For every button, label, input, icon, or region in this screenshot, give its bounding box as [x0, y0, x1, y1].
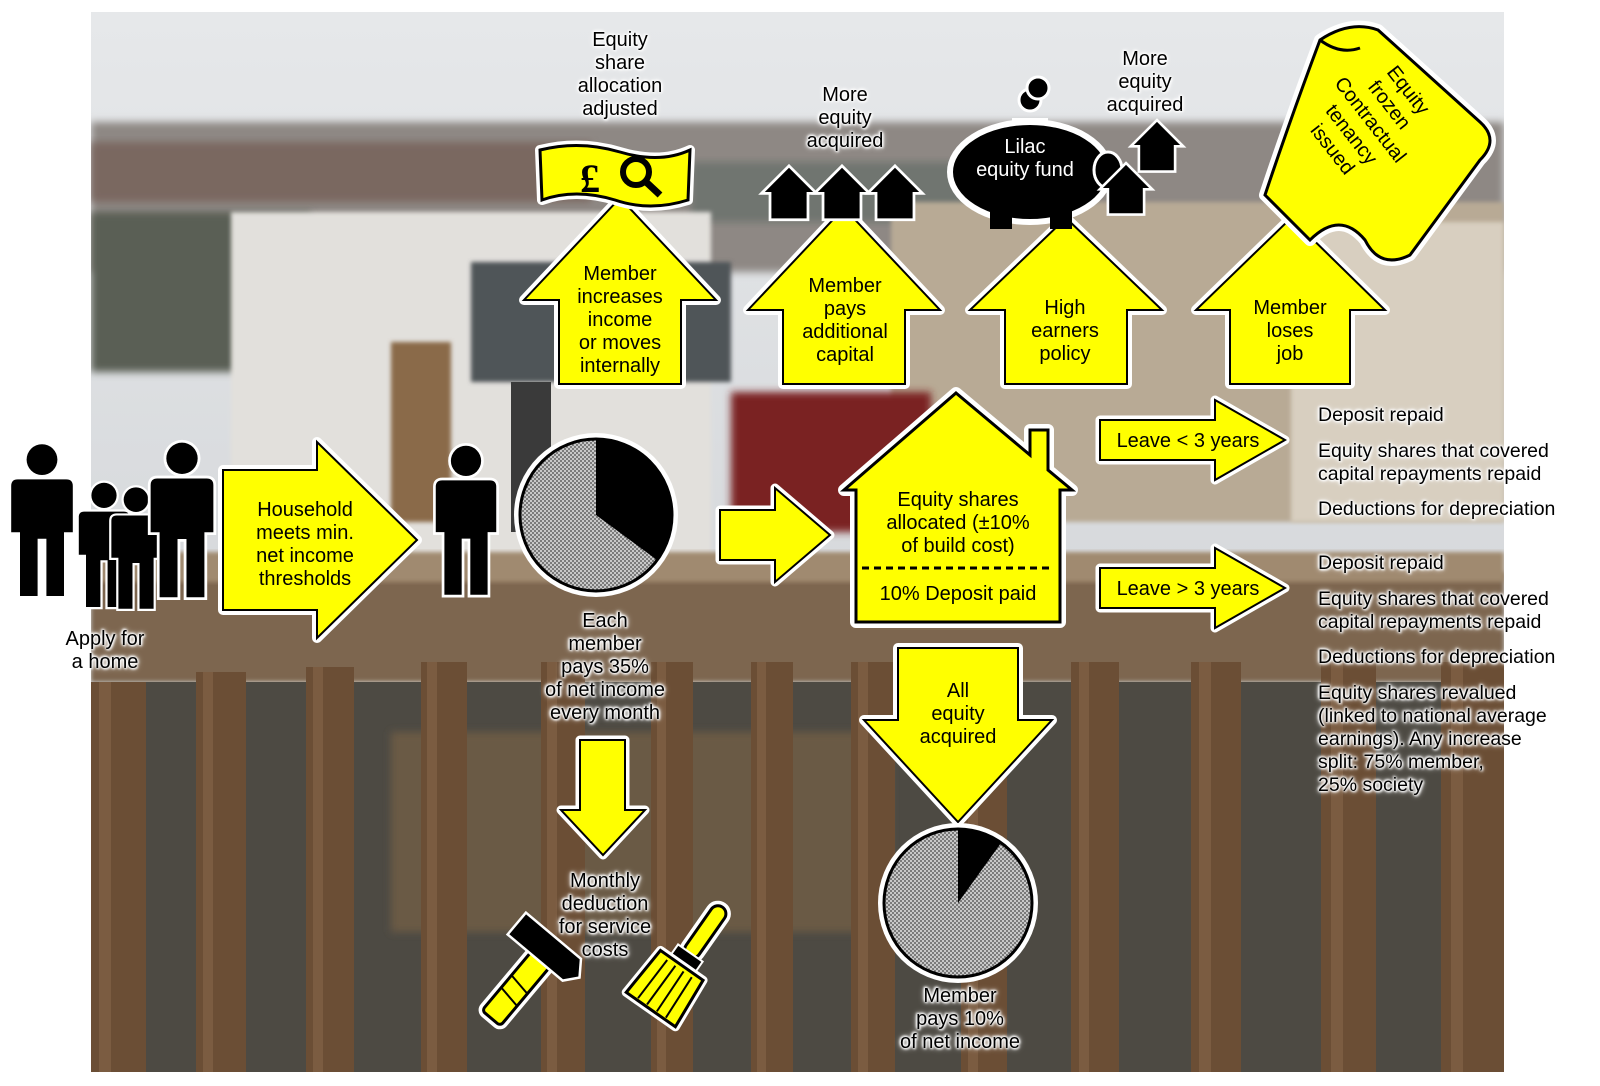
- up-arrow-high-earners: [965, 213, 1167, 389]
- piggy-bank-icon: [947, 75, 1124, 229]
- person-icon: [436, 446, 496, 595]
- up-arrow-increases: [519, 193, 721, 389]
- household-arrow: [218, 437, 422, 643]
- leave-lt3-label: Leave < 3 years: [1116, 430, 1260, 452]
- family-icon: [11, 443, 213, 609]
- pie-chart-10-icon: [878, 823, 1038, 983]
- paintbrush-icon: [621, 900, 731, 1032]
- arrow-down-all-equity: [859, 643, 1057, 827]
- hammer-icon: [478, 910, 583, 1030]
- leave-gt3-label: Leave > 3 years: [1116, 578, 1260, 600]
- gt3-depreciation: Deductions for depreciation: [1318, 646, 1556, 668]
- up-arrow-capital: [743, 203, 945, 389]
- svg-text:£: £: [580, 156, 600, 201]
- banknote-icon: £: [535, 140, 695, 211]
- arrow-down-deduction: [556, 735, 650, 860]
- three-houses-icon: [765, 168, 919, 219]
- arrow-to-house: [715, 483, 835, 587]
- arrow-leave-lt3: [1095, 395, 1290, 485]
- house-lower-label: 10% Deposit paid: [879, 583, 1037, 605]
- gt3-revalued: Equity shares revalued(linked to nationa…: [1318, 682, 1547, 796]
- gt3-deposit-repaid: Deposit repaid: [1318, 552, 1444, 574]
- pie-chart-35-icon: [514, 433, 678, 597]
- scroll-icon: [1259, 20, 1496, 266]
- lt3-deposit-repaid: Deposit repaid: [1318, 404, 1444, 426]
- arrow-leave-gt3: [1095, 543, 1290, 633]
- lt3-depreciation: Deductions for depreciation: [1318, 498, 1556, 520]
- up-arrow-loses-job: [1191, 213, 1390, 389]
- house-shape: [838, 387, 1078, 628]
